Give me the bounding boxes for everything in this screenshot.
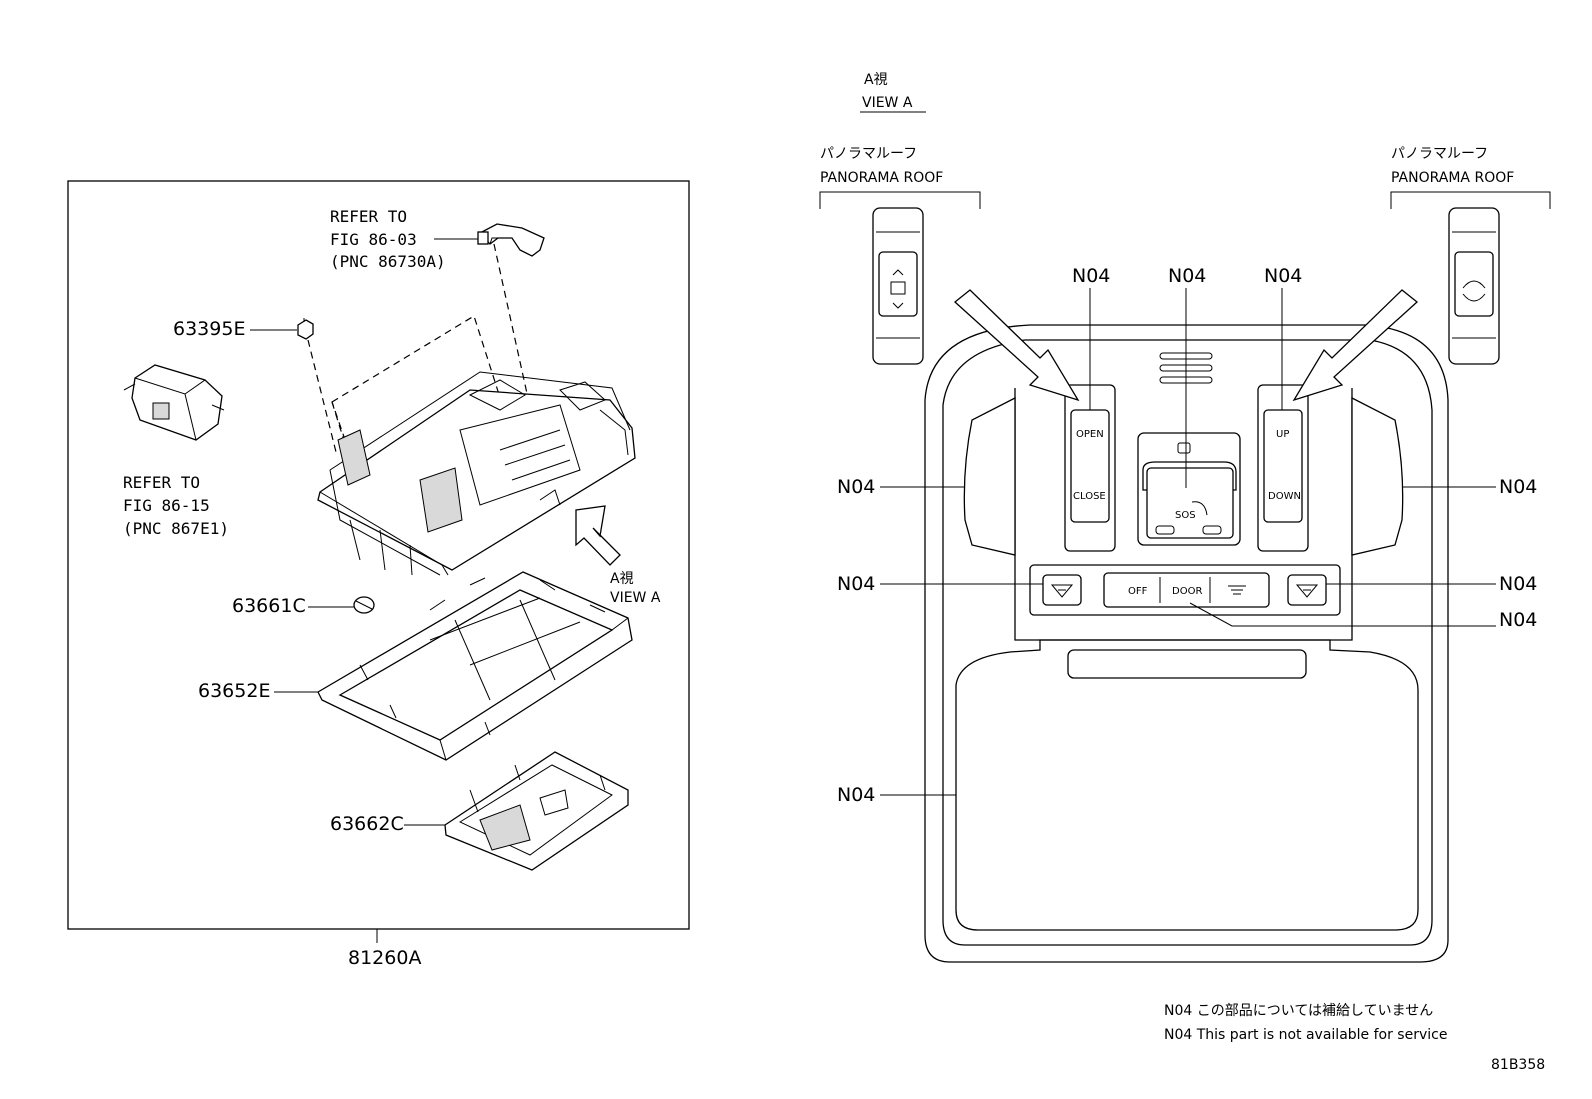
open-label: OPEN (1076, 429, 1104, 440)
connector-part (477, 223, 545, 257)
refer-left-line-3: (PNC 867E1) (123, 519, 229, 538)
assembly-frame (67, 180, 690, 930)
callout-display: N04 (837, 784, 875, 806)
callout-right-switch: N04 (1499, 573, 1537, 595)
view-arrows (953, 289, 1419, 402)
down-label: DOWN (1268, 491, 1301, 502)
panorama-switch-left (872, 207, 924, 365)
notes: N04 この部品については補給していません N04 This part is n… (1164, 1003, 1545, 1073)
callouts: N04 N04 N04 N04 N04 N04 N04 N04 N04 (837, 265, 1537, 806)
part-label-63662c: 63662C (330, 813, 404, 835)
callout-up-down: N04 (1264, 265, 1302, 287)
callout-door-switch: N04 (1499, 609, 1537, 631)
part-label-63652e: 63652E (198, 680, 270, 702)
refer-top-line-2: FIG 86-03 (330, 230, 417, 249)
open-close-switch: OPEN CLOSE (1064, 384, 1116, 552)
part-label-63395e: 63395E (173, 318, 245, 340)
panorama-roof-jp-left: パノラマルーフ (820, 146, 917, 162)
note-jp: N04 この部品については補給していません (1164, 1003, 1433, 1019)
callout-right-lamp: N04 (1499, 476, 1537, 498)
diagram-code: 81B358 (1491, 1057, 1545, 1073)
callout-left-lamp: N04 (837, 476, 875, 498)
sos-label: SOS (1175, 510, 1196, 521)
up-label: UP (1276, 429, 1289, 440)
overhead-console: OPEN CLOSE UP DOWN SOS (924, 324, 1449, 963)
refer-top-line-3: (PNC 86730A) (330, 252, 446, 271)
clip-63395e (297, 318, 314, 340)
view-a-detail: A視 VIEW A パノラマルーフ PANORAMA ROOF パノラマルーフ … (819, 72, 1551, 963)
part-label-63661c: 63661C (232, 595, 306, 617)
control-module-part (123, 364, 225, 441)
off-label: OFF (1128, 586, 1148, 597)
lamp-switch-bar: OFF DOOR (1029, 564, 1341, 616)
bulb-63661c (353, 596, 375, 614)
panorama-roof-jp-right: パノラマルーフ (1391, 146, 1488, 162)
panorama-roof-en-right: PANORAMA ROOF (1391, 170, 1514, 186)
note-en: N04 This part is not available for servi… (1164, 1027, 1447, 1043)
close-label: CLOSE (1073, 491, 1106, 502)
sos-module: SOS (1137, 432, 1241, 546)
refer-left-line-1: REFER TO (123, 473, 200, 492)
panorama-switch-right (1448, 207, 1500, 365)
view-a-en: VIEW A (862, 95, 913, 111)
view-a-jp: A視 (864, 72, 888, 88)
frame-63652e (317, 571, 633, 761)
view-a-arrow-left (575, 505, 621, 566)
callout-open-close: N04 (1072, 265, 1110, 287)
display-screen (955, 639, 1419, 931)
panorama-roof-en-left: PANORAMA ROOF (820, 170, 943, 186)
refer-top-line-1: REFER TO (330, 207, 407, 226)
callout-left-switch: N04 (837, 573, 875, 595)
console-housing (317, 371, 636, 576)
view-a-jp-left: A視 (610, 571, 634, 587)
view-a-en-left: VIEW A (610, 590, 661, 606)
callout-sos: N04 (1168, 265, 1206, 287)
exploded-view: REFER TO FIG 86-03 (PNC 86730A) 63395E R… (67, 180, 690, 969)
refer-left-line-2: FIG 86-15 (123, 496, 210, 515)
part-label-81260a: 81260A (348, 947, 421, 969)
lens-63662c (444, 751, 629, 871)
door-label: DOOR (1172, 586, 1202, 597)
up-down-switch: UP DOWN (1257, 384, 1309, 552)
